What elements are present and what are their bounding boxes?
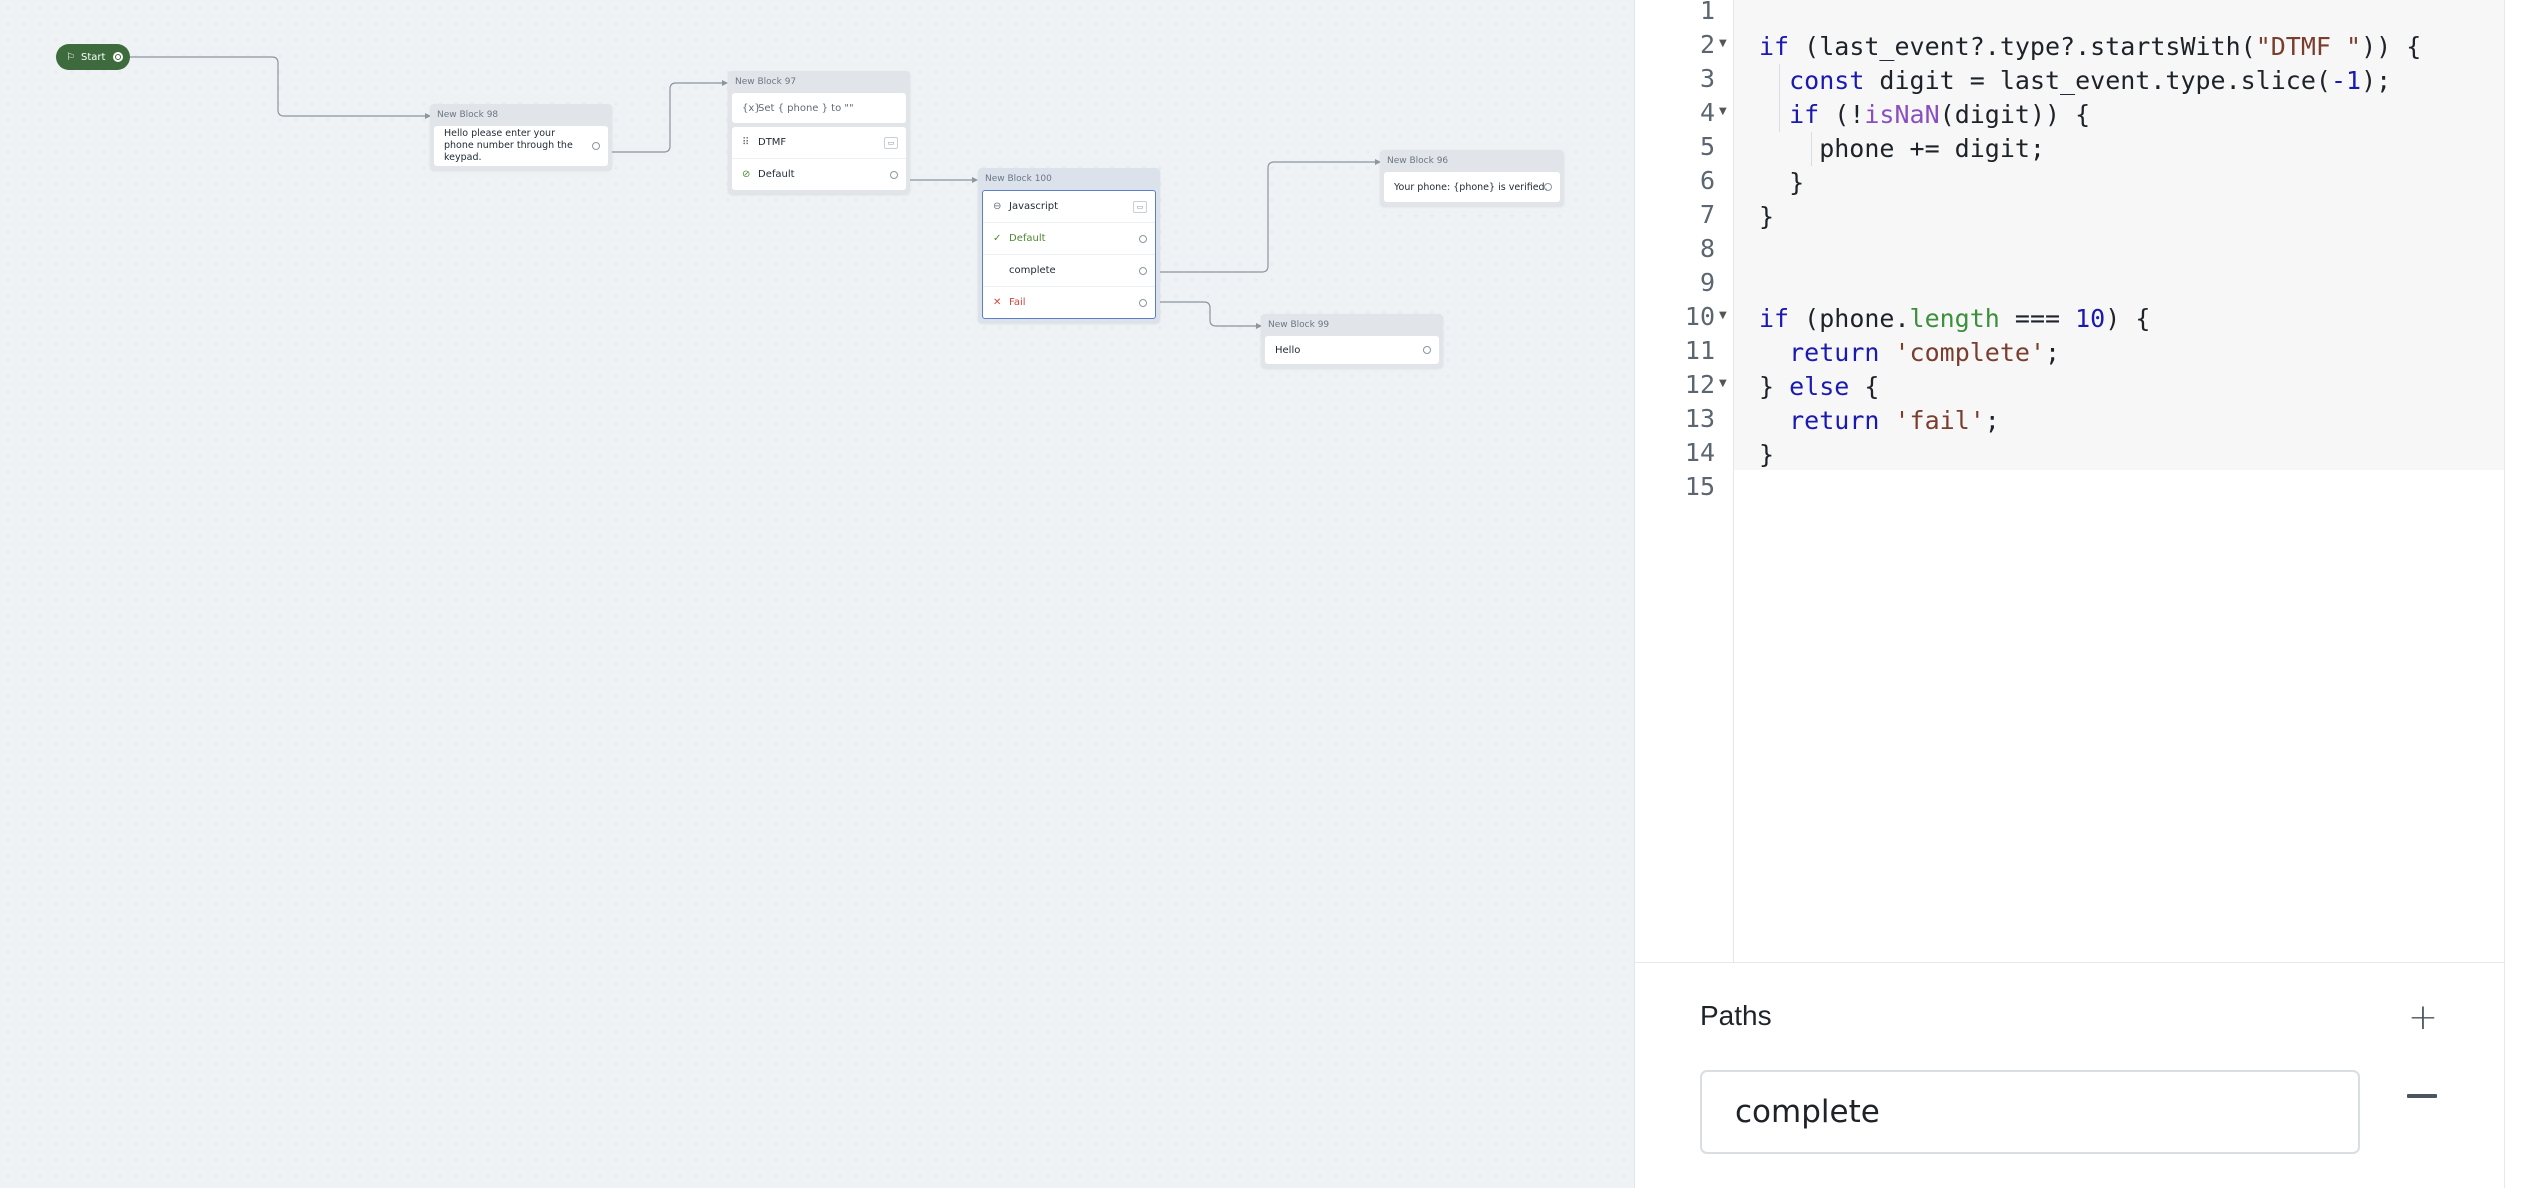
paths-title: Paths bbox=[1700, 1000, 1772, 1031]
fold-chevron-icon[interactable]: ▼ bbox=[1719, 310, 1727, 321]
start-node[interactable]: ⚐ Start bbox=[56, 44, 130, 70]
block-97[interactable]: New Block 97 {x} Set { phone } to "" ⠿ D… bbox=[728, 71, 910, 194]
block-title: New Block 99 bbox=[1268, 320, 1330, 330]
step-text: Default bbox=[758, 169, 795, 180]
block-99[interactable]: New Block 99 Hello bbox=[1261, 314, 1443, 368]
step-port-icon[interactable] bbox=[1423, 346, 1431, 354]
flag-icon: ⚐ bbox=[66, 51, 75, 63]
path-default-label: Default bbox=[1009, 233, 1046, 244]
code-highlight-area bbox=[1733, 0, 2505, 470]
line-number: 3 bbox=[1699, 64, 1715, 93]
line-number: 11 bbox=[1684, 336, 1715, 365]
step-text: Hello please enter your phone number thr… bbox=[444, 128, 573, 163]
path-fail-label: Fail bbox=[1009, 297, 1026, 308]
check-circle-icon: ⊘ bbox=[742, 169, 751, 180]
step-port-icon[interactable] bbox=[1544, 183, 1552, 191]
code-icon: ⊖ bbox=[993, 201, 1002, 212]
scrollbar[interactable] bbox=[2504, 0, 2528, 1188]
block-100[interactable]: New Block 100 ⊖ Javascript ▭ ✓ Default c… bbox=[978, 168, 1160, 323]
block-96[interactable]: New Block 96 Your phone: {phone} is veri… bbox=[1380, 150, 1564, 206]
fold-chevron-icon[interactable]: ▼ bbox=[1719, 106, 1727, 117]
line-number: 6 bbox=[1699, 166, 1715, 195]
step-text: Hello bbox=[1275, 344, 1301, 356]
line-number: 14 bbox=[1684, 438, 1715, 467]
line-number: 10 bbox=[1684, 302, 1715, 331]
code-content[interactable]: if (last_event?.type?.startsWith("DTMF "… bbox=[1759, 32, 2422, 469]
paths-section: Paths + complete bbox=[1635, 962, 2505, 1188]
path-input[interactable]: complete bbox=[1700, 1070, 2360, 1154]
remove-path-button[interactable] bbox=[2407, 1094, 2437, 1098]
complete-port-icon[interactable] bbox=[1139, 266, 1147, 275]
block-title: New Block 98 bbox=[437, 110, 499, 120]
line-number: 12 bbox=[1684, 370, 1715, 399]
line-number-gutter: 1 2 3 4 5 6 7 8 9 10 11 12 13 14 15 ▼ ▼ … bbox=[1635, 0, 1734, 962]
start-label: Start bbox=[80, 51, 106, 63]
default-port-icon[interactable] bbox=[1139, 234, 1147, 243]
fold-chevron-icon[interactable]: ▼ bbox=[1719, 378, 1727, 389]
step-text: Your phone: {phone} is verified. bbox=[1394, 181, 1548, 193]
fold-chevron-icon[interactable]: ▼ bbox=[1719, 38, 1727, 49]
path-complete-label: complete bbox=[1009, 265, 1056, 276]
line-number: 5 bbox=[1699, 132, 1715, 161]
block-title: New Block 100 bbox=[985, 174, 1052, 184]
speak-step[interactable]: Hello please enter your phone number thr… bbox=[434, 126, 608, 166]
check-icon: ✓ bbox=[993, 233, 1002, 244]
connection-lines bbox=[125, 56, 1381, 329]
line-number: 1 bbox=[1699, 0, 1715, 25]
step-text: Set { phone } to "" bbox=[758, 102, 854, 114]
code-editor[interactable]: 1 2 3 4 5 6 7 8 9 10 11 12 13 14 15 ▼ ▼ … bbox=[1635, 0, 2505, 963]
line-number: 4 bbox=[1699, 98, 1715, 127]
speak-step[interactable]: Hello bbox=[1265, 336, 1439, 364]
line-number: 15 bbox=[1684, 472, 1715, 501]
speak-step[interactable]: Your phone: {phone} is verified. bbox=[1384, 172, 1560, 202]
javascript-editor-panel: 1 2 3 4 5 6 7 8 9 10 11 12 13 14 15 ▼ ▼ … bbox=[1634, 0, 2505, 1188]
javascript-step[interactable]: ⊖ Javascript ▭ ✓ Default complete ✕ Fail bbox=[982, 190, 1156, 319]
step-tag-icon[interactable]: ▭ bbox=[884, 136, 898, 149]
line-number: 2 bbox=[1699, 30, 1715, 59]
step-tag-icon[interactable]: ▭ bbox=[1133, 200, 1147, 213]
block-98[interactable]: New Block 98 Hello please enter your pho… bbox=[430, 104, 612, 170]
variable-icon: {x} bbox=[742, 102, 761, 114]
flow-canvas[interactable]: ⚐ Start New Block 98 Hello please enter … bbox=[0, 0, 1634, 1188]
line-number: 7 bbox=[1699, 200, 1715, 229]
dtmf-step[interactable]: ⠿ DTMF ▭ ⊘ Default bbox=[732, 127, 906, 190]
line-number: 8 bbox=[1699, 234, 1715, 263]
fail-port-icon[interactable] bbox=[1139, 298, 1147, 307]
keypad-icon: ⠿ bbox=[742, 137, 750, 148]
set-step[interactable]: {x} Set { phone } to "" bbox=[732, 93, 906, 123]
default-port-icon[interactable] bbox=[890, 170, 898, 179]
step-text: DTMF bbox=[758, 137, 787, 148]
start-port-icon[interactable] bbox=[113, 52, 123, 62]
block-title: New Block 96 bbox=[1387, 156, 1449, 166]
line-number: 9 bbox=[1699, 268, 1715, 297]
close-icon: ✕ bbox=[993, 297, 1002, 308]
step-text: Javascript bbox=[1009, 201, 1058, 212]
add-path-button[interactable]: + bbox=[2407, 997, 2439, 1038]
step-port-icon[interactable] bbox=[592, 142, 600, 150]
block-title: New Block 97 bbox=[735, 77, 797, 87]
line-number: 13 bbox=[1684, 404, 1715, 433]
